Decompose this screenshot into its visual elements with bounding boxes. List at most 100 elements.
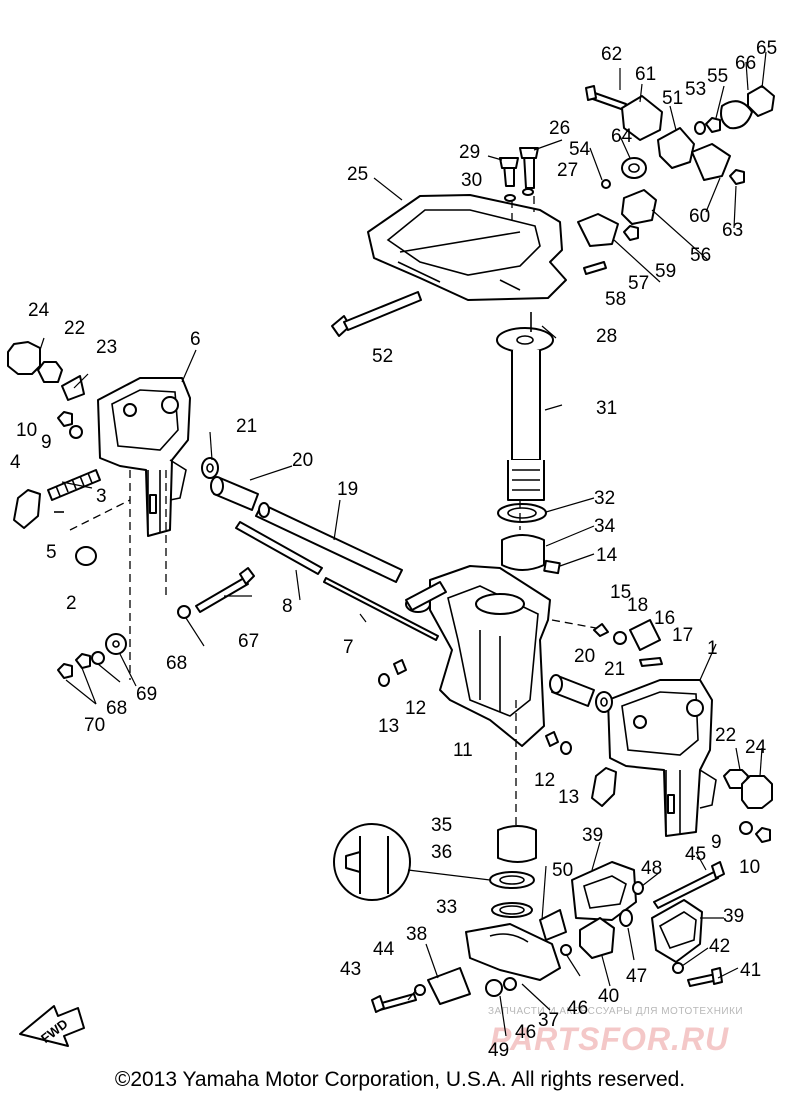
washer-2 [75,546,97,566]
washer-68-a [177,605,191,619]
callout-66: 66 [735,53,756,74]
callout-18: 18 [627,595,648,616]
callout-35: 35 [431,815,452,836]
callout-12b: 12 [534,770,555,791]
callout-24b: 24 [745,737,767,758]
washer-9-left [69,425,83,439]
watermark-line2: PARTSFOR.RU [490,1021,729,1057]
part-14 [543,559,561,575]
callout-29: 29 [459,142,480,163]
block-56 [621,189,657,225]
lever-4 [13,489,41,529]
callout-7: 7 [343,637,354,658]
mount-39-right [651,899,703,963]
callout-10b: 10 [739,857,760,878]
callout-22a: 22 [64,318,85,339]
bolt-43 [371,993,417,1013]
callout-56: 56 [690,245,711,266]
cap-13-bot [560,741,572,755]
callout-20a: 20 [292,450,313,471]
callout-50: 50 [552,860,573,881]
callout-26: 26 [549,118,570,139]
callout-37: 37 [538,1010,559,1031]
callout-16: 16 [654,608,675,629]
callout-15: 15 [610,582,631,603]
callout-39b: 39 [723,906,744,927]
callout-20b: 20 [574,646,595,667]
callout-44: 44 [373,939,395,960]
callout-46a: 46 [567,998,588,1019]
washer-33 [491,902,533,918]
detail-inset [333,823,491,901]
clamp-57 [577,213,619,247]
washer-30 [504,194,516,202]
seal-36 [489,871,535,889]
callout-34: 34 [594,516,616,537]
callout-numbers: 1 2 3 4 5 6 7 8 9 9 10 10 11 12 12 13 13… [10,38,777,1061]
callout-3: 3 [96,486,107,507]
washer-47 [619,909,633,927]
callout-61: 61 [635,64,656,85]
washer-42 [672,962,684,974]
callout-68a: 68 [166,653,187,674]
watermark-line1: ЗАПЧАСТИ И АКСЕССУАРЫ ДЛЯ МОТОТЕХНИКИ [488,1006,743,1017]
washer-69 [105,633,127,655]
mount-39-left [571,861,637,921]
callout-67: 67 [238,631,259,652]
callout-69: 69 [136,684,157,705]
callout-9b: 9 [711,832,722,853]
nut-59 [623,225,639,241]
callout-64: 64 [611,126,633,147]
bushing-20-left [210,476,259,511]
grease-15 [593,623,609,637]
callout-53: 53 [685,79,706,100]
bushing-34 [501,534,545,571]
mount-38 [465,923,561,981]
clamp-bracket-left [97,377,191,537]
bolt-41 [687,967,723,987]
nut-10-right [755,827,771,843]
callout-49: 49 [488,1040,509,1061]
washer-54 [601,179,611,189]
callout-68b: 68 [106,698,127,719]
callout-33: 33 [436,897,457,918]
callout-54: 54 [569,139,591,160]
bolt-26 [519,147,539,189]
bracket-61 [621,95,663,141]
callout-19: 19 [337,479,358,500]
nut-24-right [741,775,773,809]
callout-48: 48 [641,858,662,879]
steering-bracket [367,194,567,301]
grease-12-bot [545,731,559,747]
watermark: ЗАПЧАСТИ И АКСЕССУАРЫ ДЛЯ МОТОТЕХНИКИ PA… [488,1006,743,1057]
bolt-62 [585,85,627,111]
callout-13a: 13 [378,716,399,737]
callout-17: 17 [672,625,693,646]
callout-23: 23 [96,337,117,358]
callout-58: 58 [605,289,626,310]
nut-22-left [37,361,63,383]
washer-44 [414,984,426,996]
nut-10-left [57,411,73,427]
callout-57: 57 [628,273,649,294]
washer-68-b [91,651,105,665]
bushing-20-right [549,674,595,707]
callout-40: 40 [598,986,619,1007]
callout-5: 5 [46,542,57,563]
washer-53 [694,121,706,135]
callout-11: 11 [453,740,473,761]
washer-21-left [201,457,219,479]
callout-59: 59 [655,261,676,282]
washer-46b [503,977,517,991]
washer-21-right [595,691,613,713]
clamp-bracket-right [607,679,717,837]
callout-46b: 46 [515,1022,536,1043]
swivel-bracket [405,565,551,747]
callout-32: 32 [594,488,615,509]
callout-22b: 22 [715,725,736,746]
callout-36: 36 [431,842,452,863]
callout-39a: 39 [582,825,603,846]
callout-4: 4 [10,452,21,473]
callout-21a: 21 [236,416,257,437]
rod-7 [323,577,439,641]
